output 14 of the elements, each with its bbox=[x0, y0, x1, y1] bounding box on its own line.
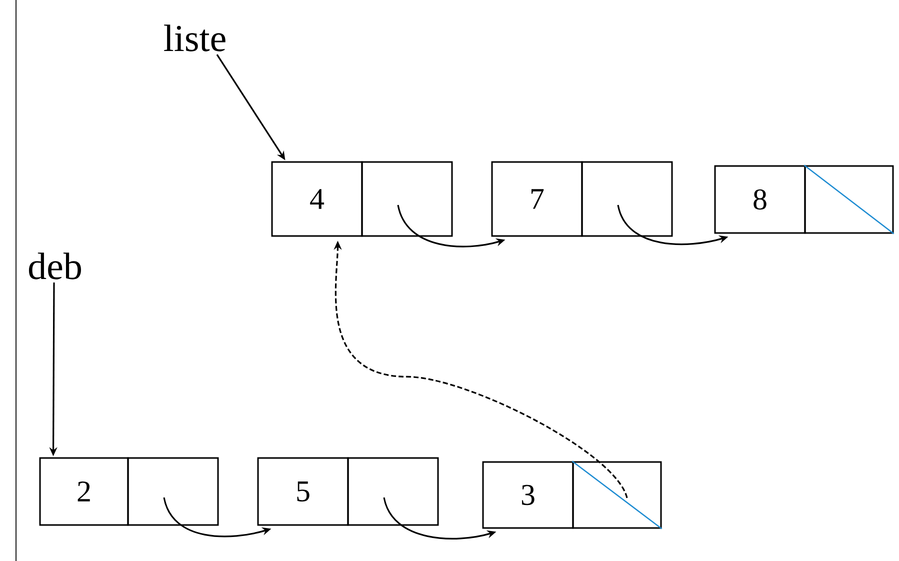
value-cell: 4 bbox=[271, 161, 363, 237]
value-cell: 7 bbox=[491, 161, 583, 237]
pointer-name: deb bbox=[28, 252, 81, 280]
pointer-cell bbox=[361, 161, 453, 237]
pointer-cell bbox=[127, 457, 219, 526]
null-pointer-cell bbox=[804, 164, 894, 234]
value-cell: 8 bbox=[714, 165, 806, 234]
value-cell: 2 bbox=[39, 457, 129, 526]
pointer-cell bbox=[347, 457, 439, 526]
value-cell: 5 bbox=[257, 457, 349, 526]
pointer-cell bbox=[581, 161, 673, 237]
value-cell: 3 bbox=[482, 461, 574, 529]
pointer-name: liste bbox=[164, 24, 226, 52]
null-pointer-cell bbox=[572, 460, 662, 530]
